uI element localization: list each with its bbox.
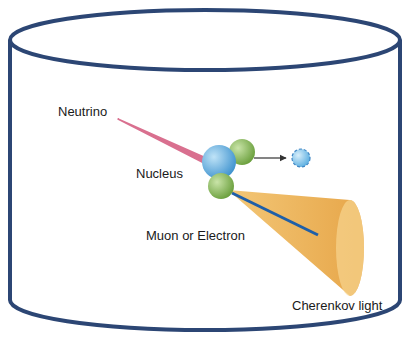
tank-side — [8, 40, 12, 300]
cone-rim — [336, 200, 364, 296]
tank-outline — [10, 10, 400, 330]
tank-side — [398, 40, 402, 300]
recoil-arrow — [254, 157, 286, 158]
light-label: Cherenkov light — [290, 298, 384, 313]
particle-label: Neutrino — [56, 104, 109, 119]
tank-top — [10, 10, 400, 70]
cherenkov-cone — [228, 190, 364, 296]
particle-label: Nucleus — [134, 166, 185, 181]
particle-label: Muon or Electron — [144, 228, 247, 243]
neutrino-track — [118, 119, 206, 163]
nucleon-sphere — [208, 173, 234, 199]
ejected-nucleon — [292, 149, 310, 167]
